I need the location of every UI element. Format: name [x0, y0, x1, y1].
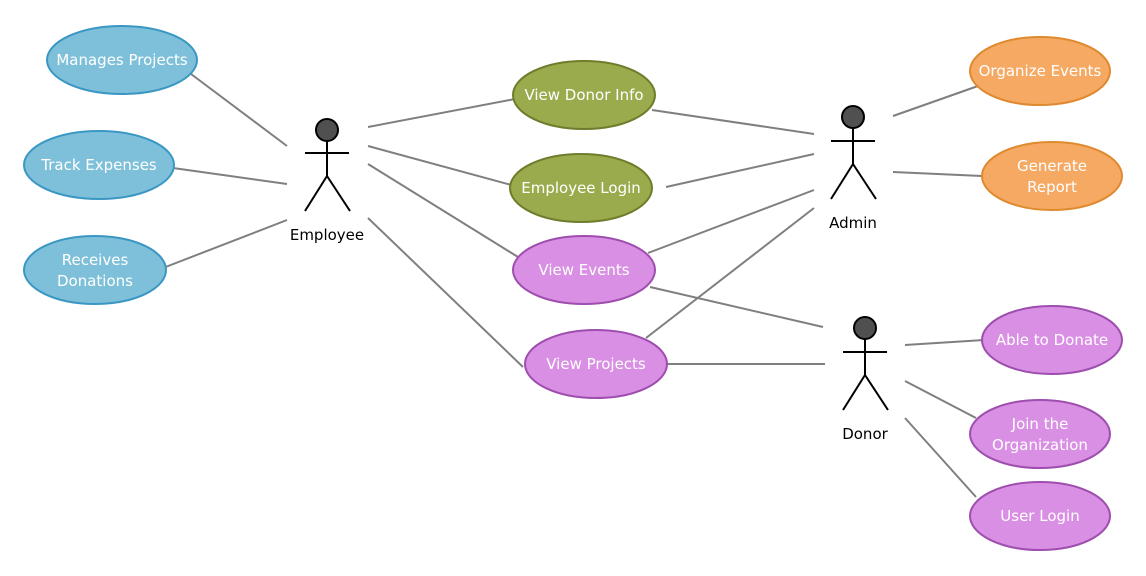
use-case-label: Donations	[57, 272, 133, 290]
use-case-able-to-donate: Able to Donate	[981, 305, 1123, 375]
use-case-label: Join the	[1011, 415, 1069, 433]
use-case-view-projects: View Projects	[524, 329, 668, 399]
use-case-view-events: View Events	[512, 235, 656, 305]
line-donor-join-organization	[904, 380, 977, 419]
line-admin-view-projects	[645, 207, 815, 339]
actor-label: Admin	[829, 214, 877, 232]
associations	[162, 73, 985, 498]
use-case-view-donor-info: View Donor Info	[512, 60, 656, 130]
use-case-label: View Events	[538, 261, 629, 279]
actor-admin: Admin	[829, 105, 877, 232]
use-case-manages-projects: Manages Projects	[46, 25, 198, 95]
use-case-label: View Donor Info	[524, 86, 643, 104]
line-donor-able-to-donate	[904, 339, 985, 346]
line-admin-generate-report	[892, 171, 983, 177]
use-case-label: Organize Events	[979, 62, 1102, 80]
use-case-join-organization: Join the Organization	[969, 399, 1111, 469]
line-employee-employee-login	[367, 145, 516, 187]
use-case-label: Track Expenses	[40, 156, 157, 174]
use-case-receives-donations: Receives Donations	[23, 235, 167, 305]
line-admin-employee-login	[665, 153, 815, 188]
line-employee-track-expenses	[172, 167, 288, 185]
use-case-label: Able to Donate	[996, 331, 1108, 349]
stick-figure-icon	[304, 118, 351, 212]
line-admin-organize-events	[892, 85, 979, 117]
use-case-label: Employee Login	[521, 179, 641, 197]
actor-label: Employee	[290, 226, 364, 244]
stick-figure-icon	[830, 105, 877, 200]
use-case-user-login: User Login	[969, 481, 1111, 551]
line-employee-view-projects	[367, 217, 524, 368]
actor-label: Donor	[842, 425, 888, 443]
use-case-label: Generate	[1017, 157, 1087, 175]
use-case-label: Manages Projects	[56, 51, 187, 69]
use-case-track-expenses: Track Expenses	[23, 130, 175, 200]
line-employee-manages-projects	[190, 73, 288, 147]
line-donor-view-events	[649, 286, 824, 328]
line-donor-user-login	[904, 417, 977, 498]
stick-figure-icon	[842, 316, 889, 411]
line-employee-view-events	[367, 163, 519, 258]
use-case-label: User Login	[1000, 507, 1079, 525]
line-employee-receives-donations	[162, 219, 288, 269]
line-admin-view-events	[647, 189, 815, 254]
use-case-employee-login: Employee Login	[509, 153, 653, 223]
use-case-label: Organization	[992, 436, 1088, 454]
use-case-label: Report	[1027, 178, 1077, 196]
use-case-label: Receives	[62, 251, 129, 269]
use-case-organize-events: Organize Events	[969, 36, 1111, 106]
actor-employee: Employee	[290, 118, 364, 244]
line-admin-view-donor-info	[651, 109, 815, 135]
use-case-generate-report: Generate Report	[981, 141, 1123, 211]
use-case-label: View Projects	[546, 355, 646, 373]
actor-donor: Donor	[842, 316, 889, 443]
line-employee-view-donor-info	[367, 98, 516, 128]
